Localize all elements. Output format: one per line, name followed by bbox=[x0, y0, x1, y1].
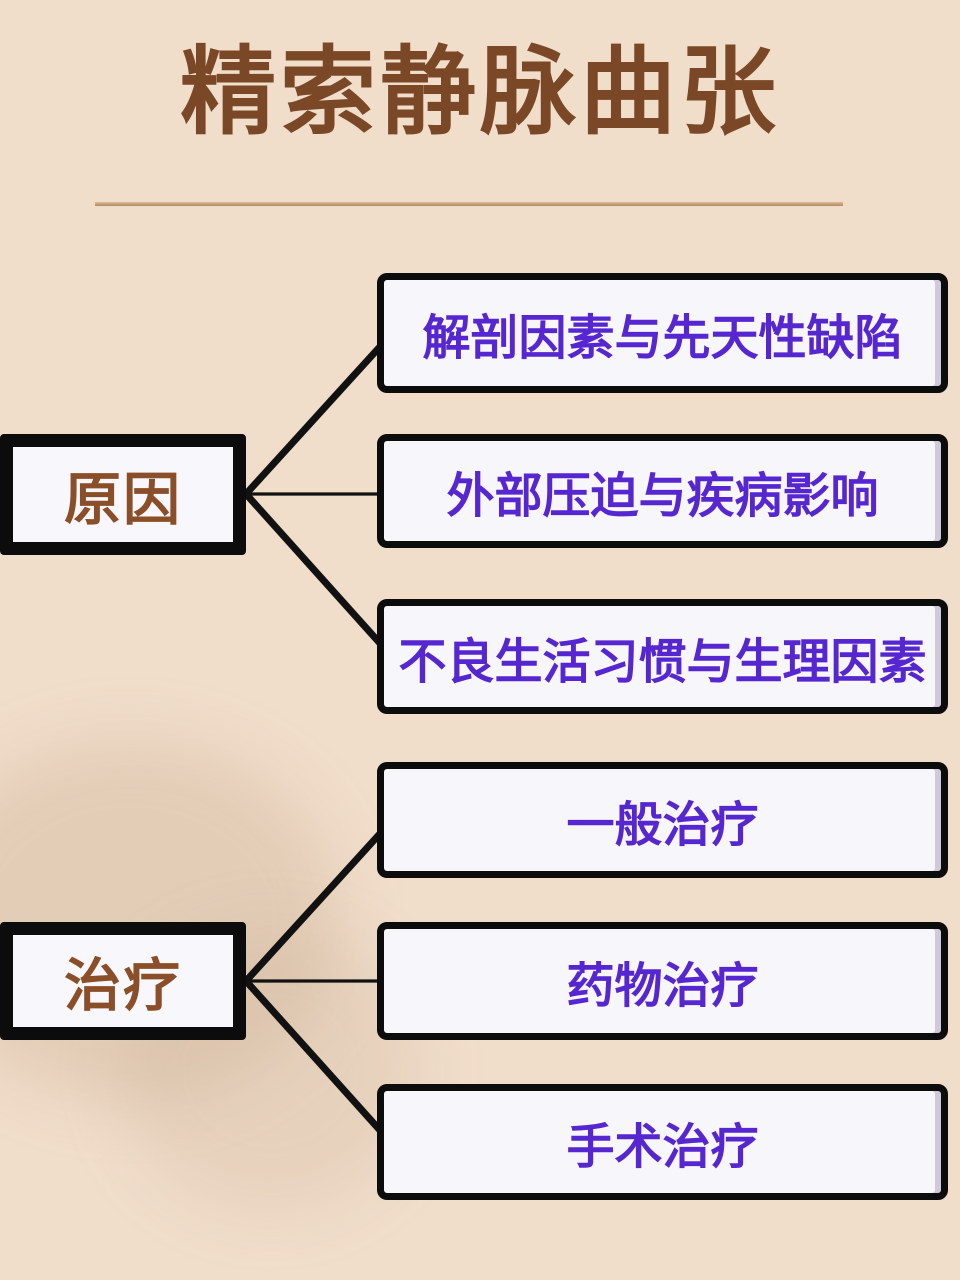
cause-box-lifestyle: 不良生活习惯与生理因素 bbox=[377, 599, 948, 714]
node-treatment-label: 治疗 bbox=[64, 954, 182, 1018]
treatment-box-medication-label: 药物治疗 bbox=[566, 960, 759, 1013]
node-cause-label: 原因 bbox=[64, 467, 182, 532]
page-title: 精索静脉曲张 bbox=[180, 39, 780, 146]
treatment-box-surgery-label: 手术治疗 bbox=[566, 1121, 759, 1174]
cause-box-lifestyle-label: 不良生活习惯与生理因素 bbox=[398, 635, 927, 689]
title-divider bbox=[95, 202, 843, 206]
node-cause: 原因 bbox=[0, 434, 246, 555]
treatment-box-general-label: 一般治疗 bbox=[566, 799, 759, 852]
treatment-box-surgery: 手术治疗 bbox=[377, 1084, 948, 1200]
treatment-box-general: 一般治疗 bbox=[377, 762, 948, 878]
cause-box-compression-label: 外部压迫与疾病影响 bbox=[446, 470, 879, 523]
node-treatment: 治疗 bbox=[0, 922, 246, 1040]
treatment-box-medication: 药物治疗 bbox=[377, 922, 948, 1040]
cause-box-anatomy: 解剖因素与先天性缺陷 bbox=[377, 273, 948, 393]
cause-box-compression: 外部压迫与疾病影响 bbox=[377, 434, 948, 548]
cause-box-anatomy-label: 解剖因素与先天性缺陷 bbox=[422, 312, 903, 365]
